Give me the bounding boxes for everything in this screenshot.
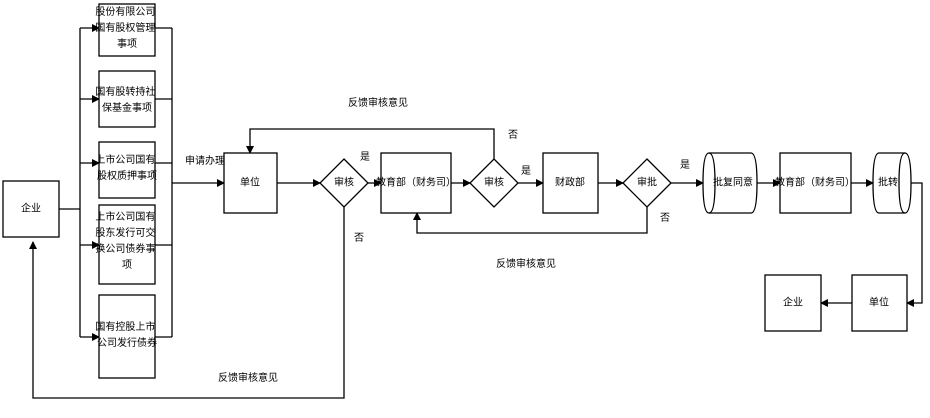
enterprise-right-label: 企业 — [783, 296, 803, 309]
node-item-3: 上市公司国有 股权质押事项 — [95, 141, 158, 199]
svg-text:国有股转持社 保基金事项: 国有股转持社 保基金事项 — [95, 85, 158, 114]
node-moe-finance-2: 教育部（财务司） — [775, 152, 855, 214]
item4-line4: 项 — [122, 259, 132, 271]
unit-label: 单位 — [240, 176, 260, 189]
connectors — [29, 24, 923, 399]
svg-text:国有控股上市 公司发行债券: 国有控股上市 公司发行债券 — [95, 320, 158, 349]
item2-line1: 国有股转持社 — [95, 85, 155, 98]
node-mof: 财政部 — [542, 152, 599, 214]
mof-label: 财政部 — [555, 176, 585, 189]
feedback-mid-label: 反馈审核意见 — [496, 257, 556, 270]
item5-line2: 公司发行债券 — [97, 336, 157, 349]
yes2-label: 是 — [521, 165, 531, 177]
svg-text:上市公司国有 股东发行可交 换公司债: 上市公司国有 股东发行可交 换公司债券事 项 — [95, 210, 158, 271]
no3-label: 否 — [660, 212, 670, 224]
enterprise-left-label: 企业 — [21, 202, 41, 215]
forward-label: 批转 — [878, 176, 898, 189]
apply-label: 申请办理 — [185, 154, 225, 167]
item3-line1: 上市公司国有 — [95, 153, 155, 166]
yes1-label: 是 — [360, 151, 370, 163]
moe-finance1-label: 教育部（财务司） — [376, 176, 456, 189]
node-review-2: 审核 — [469, 158, 519, 208]
node-unit: 单位 — [223, 152, 278, 214]
node-approve: 审批 — [622, 158, 672, 208]
svg-text:股份有限公司 国有股权管理 事项: 股份有限公司 国有股权管理 事项 — [95, 5, 158, 50]
feedback-top-label: 反馈审核意见 — [348, 96, 408, 109]
node-item-5: 国有控股上市 公司发行债券 — [95, 294, 158, 379]
moe-finance2-label: 教育部（财务司） — [775, 176, 855, 189]
node-reply-consent: 批复同意 — [702, 152, 758, 214]
reply-consent-label: 批复同意 — [713, 176, 753, 189]
item1-line2: 国有股权管理 — [95, 21, 155, 34]
node-item-2: 国有股转持社 保基金事项 — [95, 70, 158, 128]
node-moe-finance-1: 教育部（财务司） — [376, 152, 456, 214]
node-item-1: 股份有限公司 国有股权管理 事项 — [95, 3, 158, 57]
item4-line2: 股东发行可交 — [95, 226, 155, 239]
item1-line1: 股份有限公司 — [95, 5, 155, 18]
no1-label: 否 — [354, 232, 364, 244]
item3-line2: 股权质押事项 — [97, 169, 157, 182]
node-enterprise-right: 企业 — [764, 274, 822, 332]
node-review-1: 审核 — [319, 158, 369, 208]
item4-line1: 上市公司国有 — [95, 210, 155, 223]
no2-label: 否 — [508, 129, 518, 141]
feedback-bottom-label: 反馈审核意见 — [218, 371, 278, 384]
edge-labels: 申请办理 是 否 是 否 是 否 反馈审核意见 反馈审核意见 反馈审核意见 — [185, 96, 690, 384]
yes3-label: 是 — [680, 159, 690, 171]
item4-line3: 换公司债券事 — [95, 242, 155, 255]
item5-line1: 国有控股上市 — [95, 320, 155, 333]
item2-line2: 保基金事项 — [102, 101, 152, 114]
approve-label: 审批 — [637, 176, 657, 189]
unit-bottom-label: 单位 — [869, 296, 889, 309]
review1-label: 审核 — [334, 176, 354, 189]
node-unit-bottom: 单位 — [851, 274, 908, 332]
review2-label: 审核 — [484, 176, 504, 189]
node-forward: 批转 — [872, 152, 912, 214]
node-enterprise-left: 企业 — [2, 180, 60, 238]
item1-line3: 事项 — [117, 37, 137, 50]
node-item-4: 上市公司国有 股东发行可交 换公司债券事 项 — [95, 204, 158, 285]
svg-text:上市公司国有 股权质押事项: 上市公司国有 股权质押事项 — [95, 153, 158, 182]
